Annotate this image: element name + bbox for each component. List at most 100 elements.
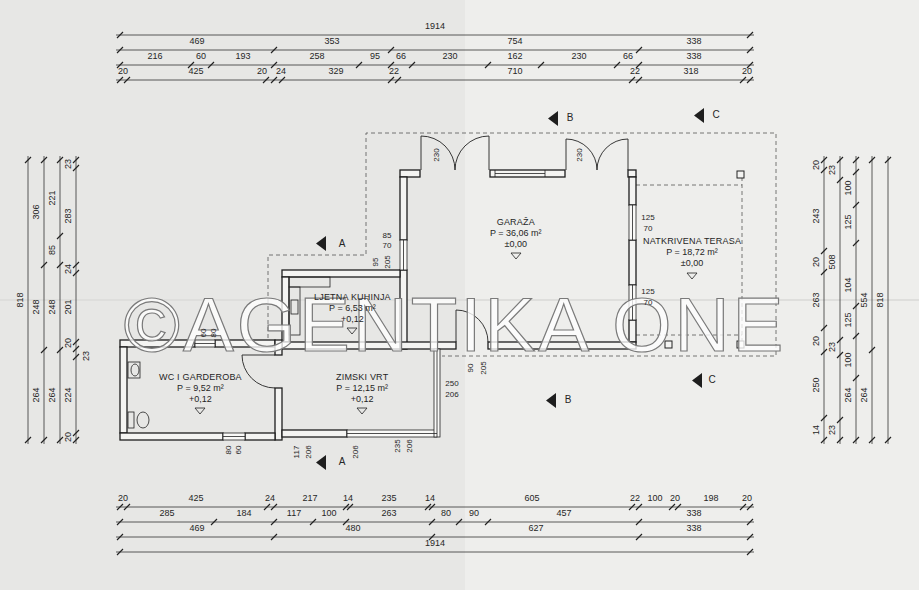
wall — [628, 170, 636, 177]
dimension: 306 — [32, 204, 41, 219]
wall — [629, 177, 636, 205]
section-arrow — [692, 373, 702, 388]
dimension: 221 — [48, 190, 57, 205]
dimension: 283 — [64, 208, 73, 223]
section-arrow — [546, 393, 556, 408]
kitchen-counter — [289, 277, 330, 287]
dimension: 125 — [844, 312, 853, 327]
dimension: 469 — [189, 524, 204, 533]
inner-dimension: 60 — [235, 446, 243, 455]
dimension: 60 — [196, 52, 206, 61]
dimension: 248 — [48, 299, 57, 314]
dimension: 818 — [876, 292, 885, 307]
dimension: 318 — [683, 67, 698, 76]
dimension: 20 — [118, 67, 128, 76]
dimension: 162 — [507, 52, 522, 61]
wall — [282, 270, 400, 277]
dimension: 66 — [396, 52, 406, 61]
dimension: 20 — [742, 67, 752, 76]
dimension: 338 — [686, 509, 701, 518]
dimension: 20 — [64, 432, 73, 442]
dimension: 216 — [147, 52, 162, 61]
section-mark: A — [339, 239, 346, 249]
room-area: P = 36,06 m² — [490, 228, 542, 239]
room: LJETNA KUHINJAP = 6,53 m²+0,12 — [314, 292, 391, 325]
dimension: 235 — [381, 494, 396, 503]
dimension: 20 — [670, 494, 680, 503]
dimension: 710 — [507, 67, 522, 76]
dimension: 20 — [64, 338, 73, 348]
inner-dimension: 206 — [445, 391, 458, 399]
inner-dimension: 85 — [383, 232, 392, 240]
dimension: 818 — [16, 292, 25, 307]
room-name: LJETNA KUHINJA — [314, 292, 391, 303]
dimension: 95 — [370, 52, 380, 61]
dimension: 23 — [64, 159, 73, 169]
dimension: 258 — [309, 52, 324, 61]
dimension: 20 — [812, 160, 821, 170]
dimension: 230 — [571, 52, 586, 61]
room-area: P = 12,15 m² — [336, 383, 388, 394]
washbasin — [128, 362, 140, 378]
dimension: 469 — [189, 37, 204, 46]
dimension: 353 — [324, 37, 339, 46]
dimension: 264 — [860, 387, 869, 402]
dimension: 217 — [302, 494, 317, 503]
dimension: 329 — [328, 67, 343, 76]
inner-dimension: 206 — [305, 445, 313, 458]
floor-level: ±0,00 — [490, 239, 542, 250]
dimension: 425 — [188, 67, 203, 76]
inner-dimension: 230 — [576, 148, 584, 161]
room-area: P = 9,52 m² — [159, 383, 242, 394]
section-arrow — [316, 236, 326, 251]
dimension: 22 — [630, 67, 640, 76]
dimension: 23 — [828, 165, 837, 175]
wall — [120, 433, 223, 440]
washbasin-bowl — [131, 364, 139, 376]
room-name: WC I GARDEROBA — [159, 372, 242, 383]
room: ZIMSKI VRTP = 12,15 m²+0,12 — [336, 372, 388, 405]
section-mark: A — [339, 457, 346, 467]
dimension: 23 — [828, 342, 837, 352]
room: GARAŽAP = 36,06 m²±0,00 — [490, 217, 542, 250]
dimension: 23 — [828, 425, 837, 435]
inner-dimension: 70 — [383, 242, 392, 250]
wall — [629, 240, 636, 285]
room-area: P = 6,53 m² — [314, 303, 391, 314]
dimension: 22 — [630, 494, 640, 503]
dimension: 338 — [686, 37, 701, 46]
dimension: 90 — [469, 509, 479, 518]
section-mark: B — [565, 395, 572, 405]
inner-dimension: 125 — [641, 214, 654, 222]
dimension: 554 — [860, 292, 869, 307]
dimension: 457 — [556, 509, 571, 518]
dimension: 24 — [265, 494, 275, 503]
toilet — [137, 412, 149, 428]
dimension: 20 — [257, 67, 267, 76]
dimension: 20 — [742, 494, 752, 503]
dimension: 263 — [812, 292, 821, 307]
dimension: 230 — [442, 52, 457, 61]
toilet-tank — [128, 412, 134, 428]
dimension: 117 — [287, 509, 301, 518]
dimension: 85 — [48, 245, 57, 255]
inner-dimension: 205 — [384, 255, 392, 268]
watermark: ©AGENTIKA ONE — [124, 287, 786, 363]
dimension: 248 — [32, 299, 41, 314]
dimension: 22 — [389, 67, 399, 76]
room: WC I GARDEROBAP = 9,52 m²+0,12 — [159, 372, 242, 405]
dimension-ticks — [25, 32, 891, 555]
section-mark: C — [708, 375, 715, 385]
dimension: 184 — [236, 509, 251, 518]
inner-dimension: 250 — [445, 380, 458, 388]
dimension: 627 — [528, 524, 543, 533]
inner-dimension: 80 — [225, 446, 233, 455]
section-arrow — [316, 455, 326, 470]
dimension: 285 — [159, 509, 174, 518]
dimension: 20 — [118, 494, 128, 503]
wall — [400, 177, 407, 240]
inner-dimension: 70 — [644, 299, 653, 307]
dimension: 198 — [703, 494, 718, 503]
inner-dimension: 230 — [433, 148, 441, 161]
